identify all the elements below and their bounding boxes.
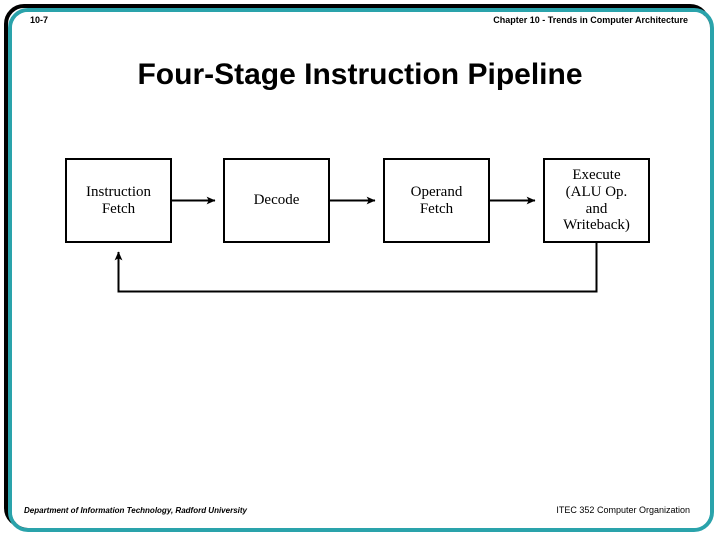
page-title: Four-Stage Instruction Pipeline: [137, 58, 583, 91]
footer-department: Department of Information Technology, Ra…: [24, 506, 247, 515]
chapter-title: Chapter 10 - Trends in Computer Architec…: [493, 15, 688, 25]
stage-box-instruction-fetch[interactable]: Instruction Fetch: [65, 158, 172, 243]
stage-box-decode[interactable]: Decode: [223, 158, 330, 243]
stage-box-execute[interactable]: Execute (ALU Op. and Writeback): [543, 158, 650, 243]
footer-course: ITEC 352 Computer Organization: [556, 505, 690, 515]
page-number: 10-7: [30, 15, 49, 25]
stage-box-operand-fetch[interactable]: Operand Fetch: [383, 158, 490, 243]
feedback-loop-arrow: [114, 243, 598, 293]
